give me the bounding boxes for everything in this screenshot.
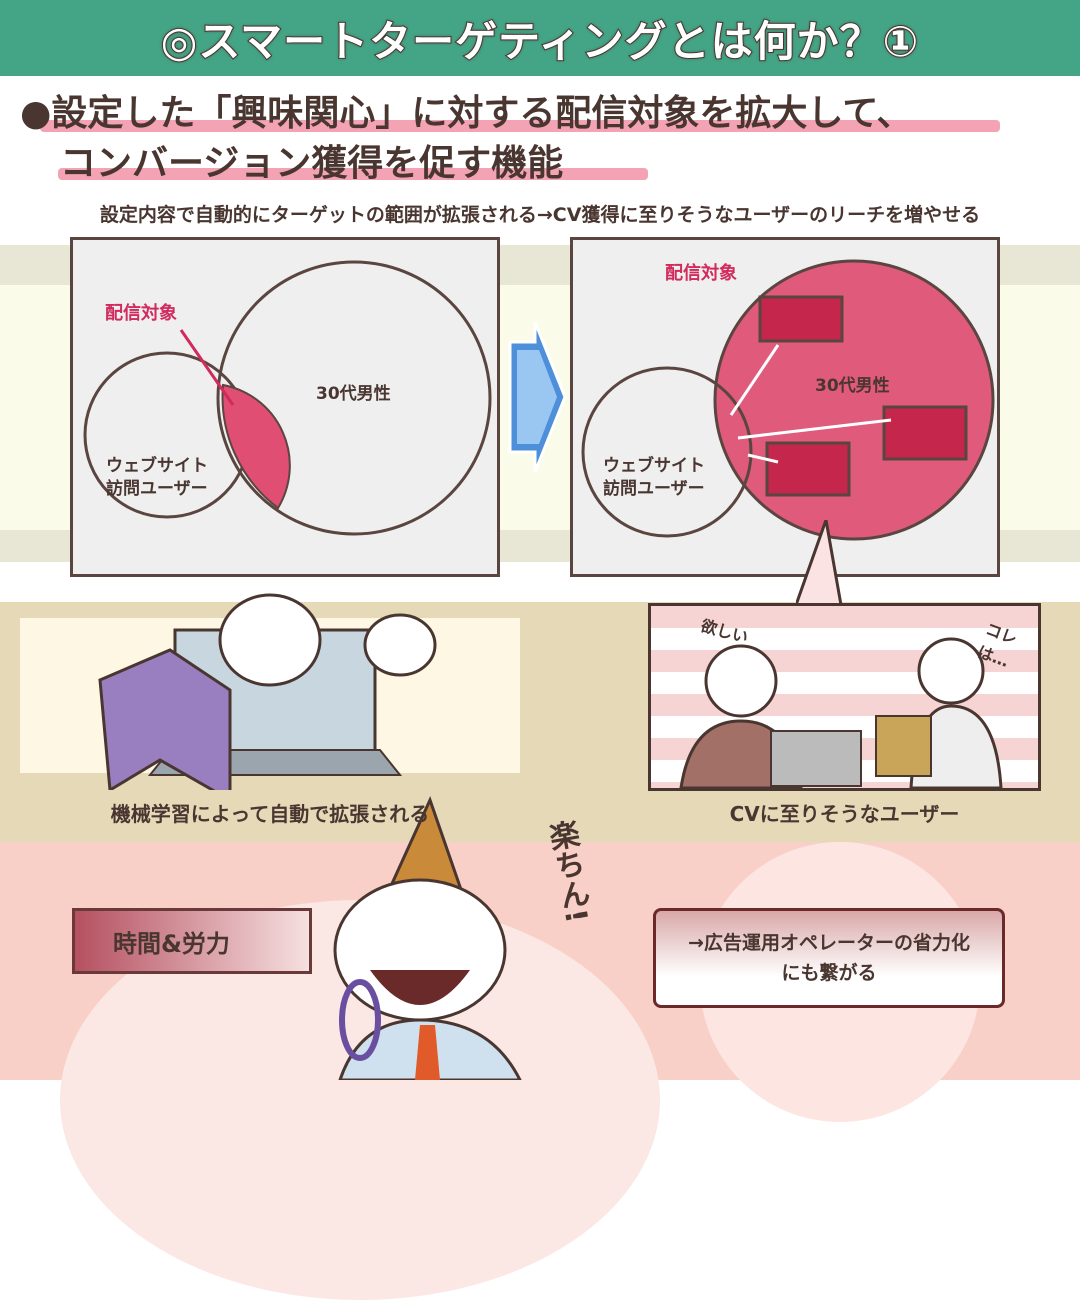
target-label: 配信対象	[665, 263, 737, 284]
venn-diagram-after: 配信対象 30代男性 ウェブサイト 訪問ユーザー	[570, 237, 1000, 577]
pointer-line	[179, 329, 235, 406]
circle-label-visitors-1: ウェブサイト	[603, 456, 705, 476]
speech-tail	[796, 520, 843, 607]
subtitle-line-1: ●設定した「興味関心」に対する配信対象を拡大して、	[20, 93, 913, 134]
users-illustration	[679, 637, 1003, 788]
subtitle-line-2: コンバージョン獲得を促す機能	[60, 143, 564, 184]
subtitle-highlight	[58, 168, 648, 180]
expanded-segment	[882, 405, 968, 461]
target-label: 配信対象	[105, 303, 177, 324]
target-intersection	[221, 383, 291, 510]
header-bar: ◎スマートターゲティングとは何か？①	[0, 0, 1080, 76]
circle-label-30s-men: 30代男性	[316, 384, 391, 404]
arrow-right-icon	[508, 322, 567, 472]
circle-label-30s-men: 30代男性	[815, 376, 890, 396]
venn-shapes	[83, 260, 492, 536]
users-panel: 欲しい コレは…	[648, 603, 1041, 791]
time-effort-text: 時間&労力	[113, 929, 230, 958]
bubble-line-1: →広告運用オペレーターの省力化	[688, 931, 970, 954]
subtitle-highlight	[40, 120, 1000, 132]
expanded-segment	[765, 441, 851, 497]
left-illustration-caption: 機械学習によって自動で拡張される	[110, 802, 430, 826]
right-illustration-caption: CVに至りそうなユーザー	[729, 802, 960, 826]
expanded-target-circle	[713, 259, 995, 541]
laptop-book-illustration	[98, 593, 437, 790]
caption: 設定内容で自動的にターゲットの範囲が拡張される→CV獲得に至りそうなユーザーのリ…	[99, 204, 981, 226]
expanded-segment	[758, 295, 844, 343]
time-effort-label: 時間&労力	[72, 908, 312, 974]
expansion-arrow	[747, 453, 779, 464]
bubble-line-2: にも繋がる	[781, 962, 877, 984]
speech-bubble: →広告運用オペレーターの省力化 にも繋がる	[653, 908, 1005, 1008]
expansion-arrow	[737, 418, 892, 440]
men-30s-circle	[216, 260, 492, 536]
circle-label-visitors-2: 訪問ユーザー	[106, 479, 208, 499]
expansion-arrow	[729, 344, 780, 416]
page-title: ◎スマートターゲティングとは何か？①	[160, 16, 920, 67]
venn-shapes-expanded	[581, 259, 995, 541]
website-visitors-circle	[581, 366, 753, 538]
circle-label-visitors-1: ウェブサイト	[106, 456, 208, 476]
venn-diagram-before: 配信対象 30代男性 ウェブサイト 訪問ユーザー	[70, 237, 500, 577]
circle-label-visitors-2: 訪問ユーザー	[603, 479, 705, 499]
happy-character-illustration	[333, 795, 522, 1080]
